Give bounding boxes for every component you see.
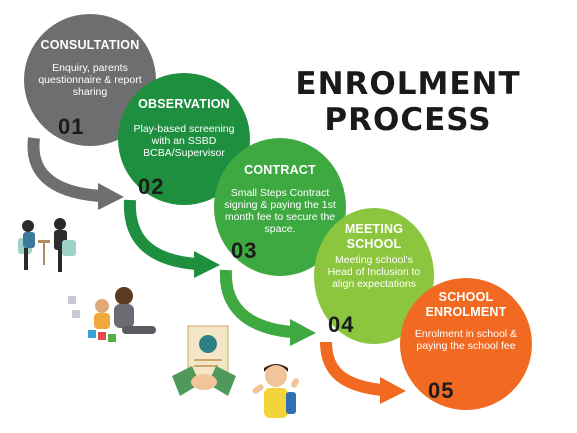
- arrow-3-to-4: [219, 269, 316, 346]
- title-line-2: PROCESS: [324, 102, 492, 138]
- handshake-contract-icon: [172, 325, 236, 396]
- step-description: Play-based screening with an SSBD BCBA/S…: [133, 123, 235, 159]
- consultation-people-icon: [18, 218, 76, 272]
- step-observation: OBSERVATION Play-based screening with an…: [118, 73, 250, 205]
- mother-child-play-icon: [68, 287, 156, 342]
- student-boy-icon: [252, 364, 299, 418]
- step-heading-line-2: SCHOOL: [346, 237, 402, 251]
- step-number: 01: [58, 114, 85, 139]
- step-heading: MEETING SCHOOL: [314, 222, 434, 252]
- step-description: Enrolment in school & paying the school …: [414, 328, 518, 352]
- title-line-1: ENROLMENT: [295, 66, 521, 102]
- arrow-4-to-5: [320, 341, 406, 404]
- step-number: 04: [328, 312, 355, 337]
- step-contract: CONTRACT Small Steps Contract signing & …: [214, 138, 346, 276]
- step-school-enrolment: SCHOOL ENROLMENT Enrolment in school & p…: [400, 278, 532, 410]
- step-heading: CONSULTATION: [40, 38, 140, 52]
- step-description: Small Steps Contract signing & paying th…: [224, 187, 336, 235]
- step-heading-line-1: SCHOOL: [438, 290, 494, 304]
- arrow-2-to-3: [123, 199, 220, 278]
- step-number: 05: [428, 378, 455, 403]
- step-description: Meeting school's Head of Inclusion to al…: [327, 254, 421, 290]
- page-title: ENROLMENT PROCESS: [283, 66, 533, 138]
- step-heading: CONTRACT: [244, 163, 316, 177]
- step-number: 03: [231, 238, 258, 263]
- step-heading-line-1: MEETING: [344, 222, 404, 236]
- step-heading: OBSERVATION: [138, 97, 230, 111]
- step-heading: SCHOOL ENROLMENT: [400, 290, 532, 320]
- arrow-1-to-2: [27, 137, 124, 210]
- step-description: Enquiry, parents questionnaire & report …: [38, 62, 142, 98]
- step-heading-line-2: ENROLMENT: [425, 305, 507, 319]
- step-number: 02: [138, 174, 165, 199]
